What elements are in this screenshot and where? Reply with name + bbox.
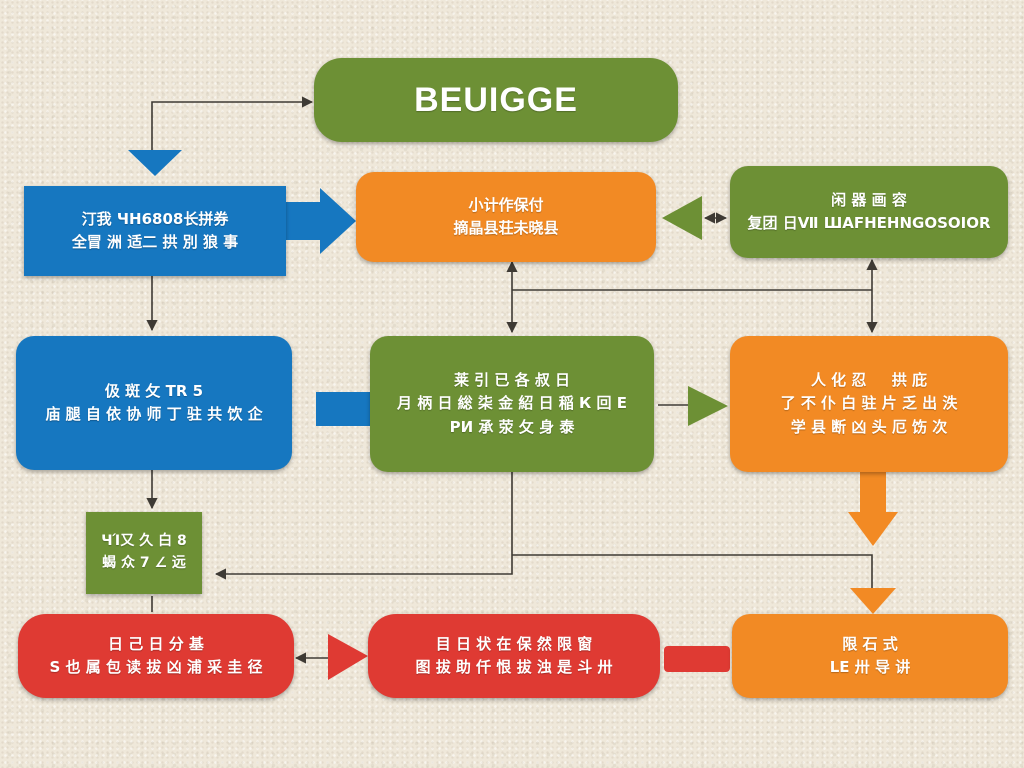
box-mid-left-line-2: 庙 腿 自 依 协 师 丁 驻 共 饮 企 [45, 405, 263, 423]
connector-center-right [512, 554, 873, 612]
box-top-center: 小计作保付 摘晶县荘未晓县 [356, 172, 656, 262]
blue-arrow-down [128, 150, 182, 176]
box-bottom-center-line-1: 目 日 状 在 保 然 限 窗 [435, 634, 593, 653]
box-small-left: ЧΊ又 久 白 8 蝎 众 7 ∠ 远 [86, 512, 202, 594]
blue-connector-stub [316, 392, 370, 426]
box-top-left-line-2: 全冒 洲 适二 拱 別 狼 事 [71, 233, 239, 251]
red-arrow-right [328, 634, 368, 680]
box-mid-right-line-3: 学 县 断 凶 头 厄 饬 次 [790, 417, 948, 436]
box-top-right: 闲 器 画 容 复团 日Ⅶ ШАFHEHNGOSOIOR [730, 166, 1008, 258]
box-mid-right-line-1: 人 化 忍 拱 庇 [810, 371, 928, 390]
box-small-left-line-1: ЧΊ又 久 白 8 [101, 533, 187, 550]
box-bottom-center: 目 日 状 在 保 然 限 窗 图 拔 助 仟 恨 拔 浊 是 斗 卅 [368, 614, 660, 698]
box-bottom-right-line-1: 限 石 式 [842, 634, 898, 653]
box-mid-center-line-2: 月 柄 日 総 柒 金 紹 日 稲 К 回 Е [397, 394, 627, 413]
box-bottom-left: 日 己 日 分 基 S 也 属 包 读 拔 凶 浦 采 圭 径 [18, 614, 294, 698]
green-arrow-right [688, 386, 728, 426]
box-mid-left-line-1: 伋 斑 攵 TR 5 [104, 381, 204, 400]
box-mid-center: 莱 引 已 各 叔 日 月 柄 日 総 柒 金 紹 日 稲 К 回 Е РИ 承… [370, 336, 654, 472]
box-bottom-right: 限 石 式 LE 卅 导 讲 [732, 614, 1008, 698]
box-top-right-line-2: 复团 日Ⅶ ШАFHEHNGOSOIOR [747, 214, 991, 232]
connector-left-to-title [151, 96, 314, 158]
box-bottom-left-line-1: 日 己 日 分 基 [108, 634, 204, 653]
blue-arrow-right [286, 188, 356, 254]
box-mid-right-line-2: 了 不 仆 白 驻 片 乏 出 泆 [780, 394, 958, 413]
red-connector-bar [664, 646, 730, 672]
box-mid-right: 人 化 忍 拱 庇 了 不 仆 白 驻 片 乏 出 泆 学 县 断 凶 头 厄 … [730, 336, 1008, 472]
box-top-center-line-1: 小计作保付 [468, 195, 544, 214]
connector-midcenter-small [214, 472, 513, 580]
box-bottom-center-line-2: 图 拔 助 仟 恨 拔 浊 是 斗 卅 [415, 658, 613, 676]
box-bottom-left-line-2: S 也 属 包 读 拔 凶 浦 采 圭 径 [49, 658, 263, 676]
orange-arrow-down-small [850, 588, 896, 614]
box-bottom-right-line-2: LE 卅 导 讲 [829, 658, 911, 676]
box-top-right-line-1: 闲 器 画 容 [831, 190, 907, 209]
box-top-center-line-2: 摘晶县荘未晓县 [453, 219, 559, 237]
box-mid-center-line-3: РИ 承 荥 攵 身 泰 [449, 417, 575, 436]
box-top-left-line-1: 汀我 ЧН6808长拼券 [81, 209, 229, 228]
green-arrow-left [662, 196, 702, 240]
box-small-left-line-2: 蝎 众 7 ∠ 远 [102, 555, 186, 571]
box-mid-left: 伋 斑 攵 TR 5 庙 腿 自 依 协 师 丁 驻 共 饮 企 [16, 336, 292, 470]
box-top-left: 汀我 ЧН6808长拼券 全冒 洲 适二 拱 別 狼 事 [24, 186, 286, 276]
title-label: BEUIGGE [414, 80, 578, 119]
box-mid-center-line-1: 莱 引 已 各 叔 日 [453, 371, 571, 390]
orange-arrow-down [848, 472, 898, 546]
title-box: BEUIGGE [314, 58, 678, 142]
